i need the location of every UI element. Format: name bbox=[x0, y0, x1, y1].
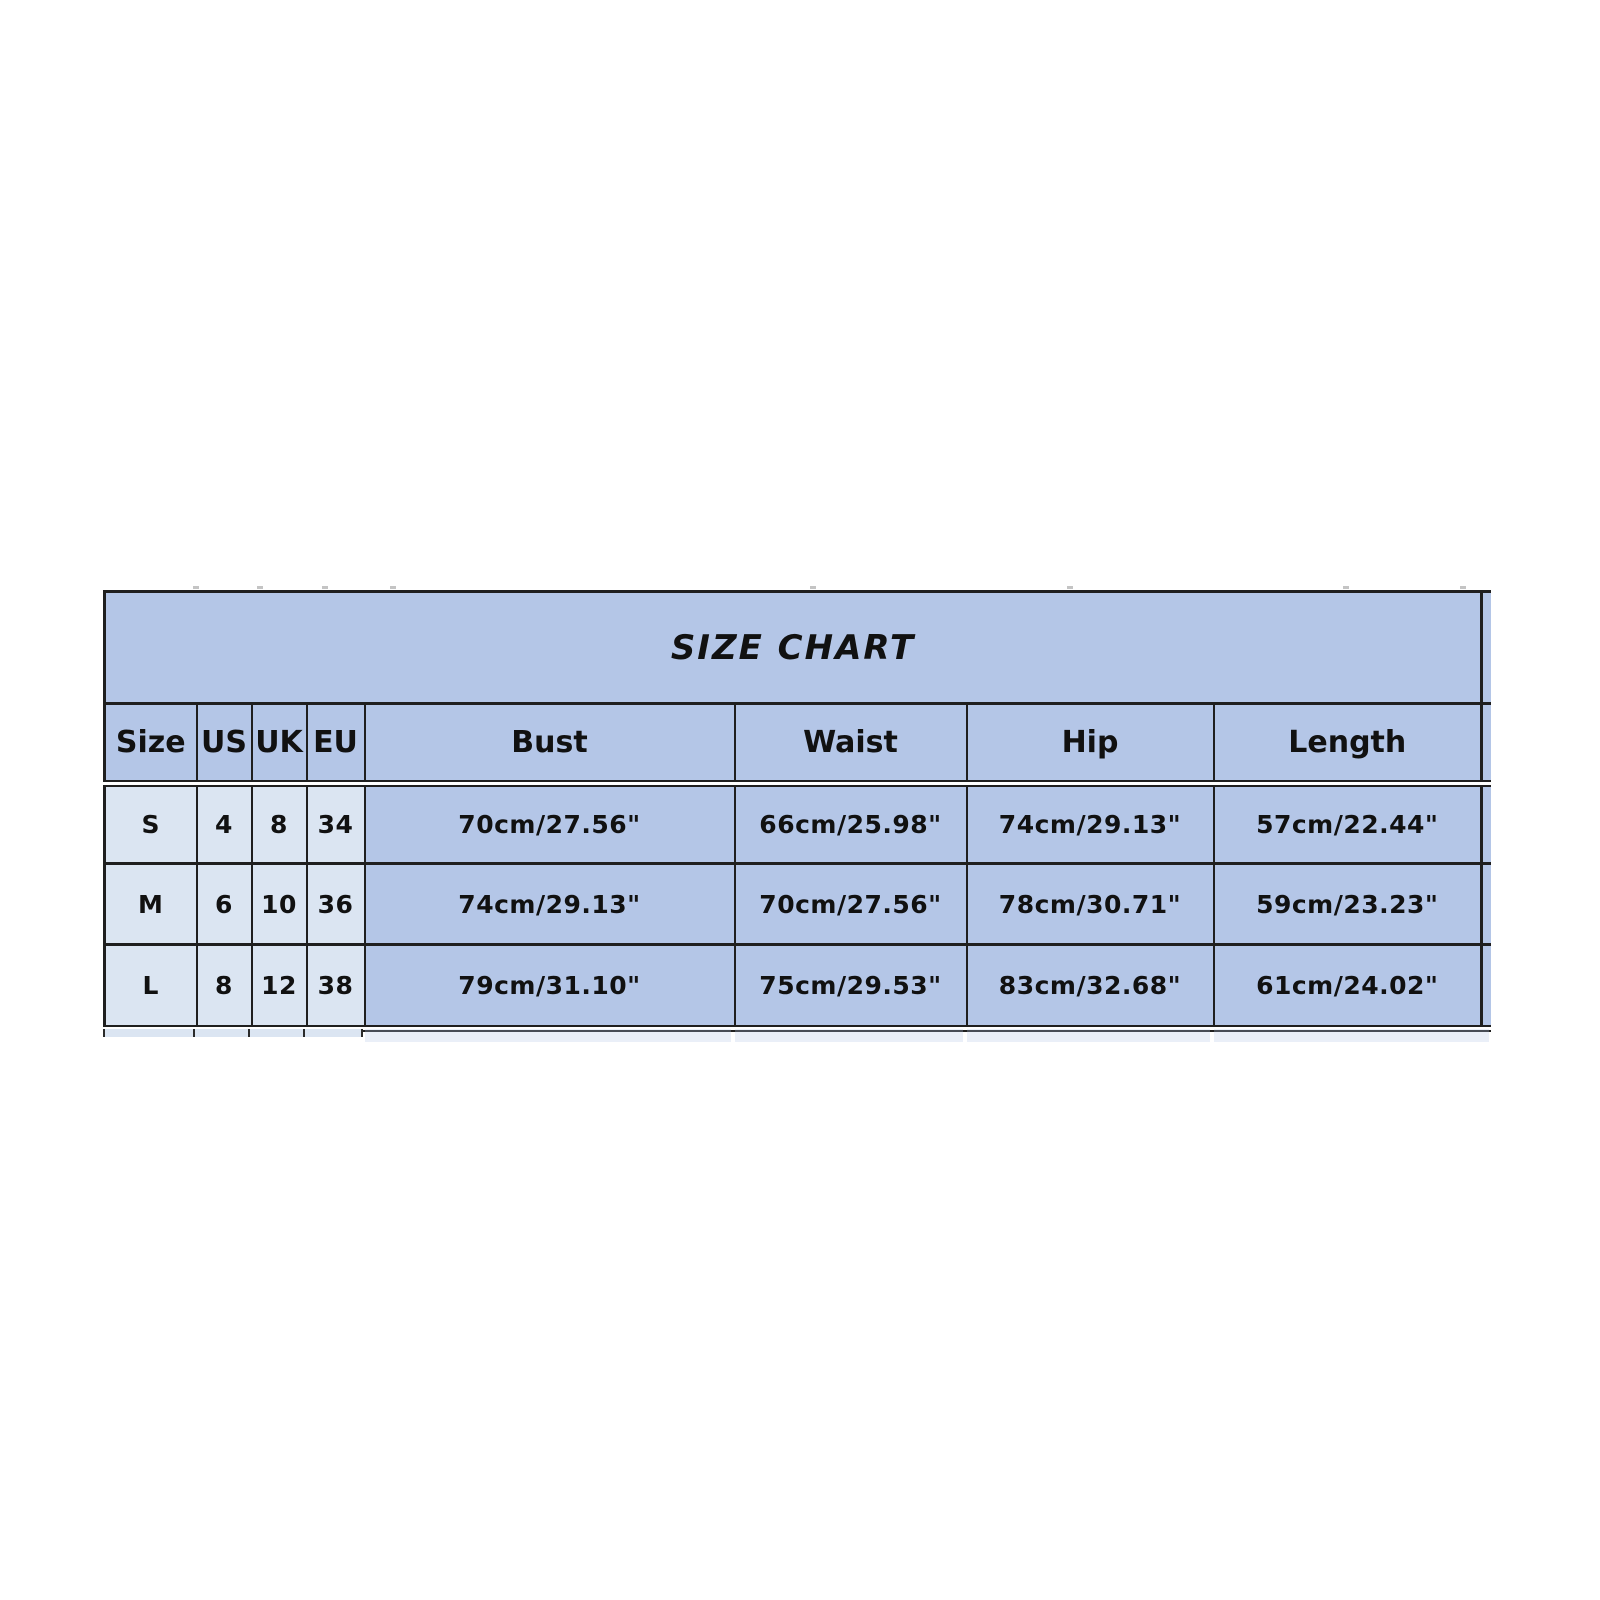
gridline-remnant bbox=[193, 586, 199, 589]
gridline-remnant bbox=[257, 586, 263, 589]
cutoff-row-remnant bbox=[365, 1029, 731, 1042]
gridline-remnant bbox=[390, 586, 396, 589]
col-header-size: Size bbox=[103, 702, 198, 787]
cell-size: S bbox=[103, 782, 198, 865]
cell-uk: 12 bbox=[250, 943, 308, 1032]
cutoff-row-remnant bbox=[735, 1029, 963, 1042]
cell-length: 57cm/22.44" bbox=[1212, 782, 1484, 865]
cell-eu: 38 bbox=[305, 943, 366, 1032]
cell-us: 8 bbox=[195, 943, 253, 1032]
cell-hip: 83cm/32.68" bbox=[965, 943, 1215, 1032]
col-header-us: US bbox=[195, 702, 253, 787]
size-chart-table: SIZE CHART Size US UK EU Bust Waist Hip … bbox=[102, 590, 1491, 1032]
gridline-remnant bbox=[322, 586, 328, 589]
col-header-hip: Hip bbox=[965, 702, 1215, 787]
table-row-m: M 6 10 36 74cm/29.13" 70cm/27.56" 78cm/3… bbox=[103, 862, 1491, 946]
cell-hip: 78cm/30.71" bbox=[965, 862, 1215, 946]
cell-eu: 36 bbox=[305, 862, 366, 946]
table-edge-sliver bbox=[1480, 590, 1491, 705]
col-header-uk: UK bbox=[250, 702, 308, 787]
cell-waist: 75cm/29.53" bbox=[733, 943, 968, 1032]
gridline-remnant bbox=[1460, 586, 1466, 589]
header-row: Size US UK EU Bust Waist Hip Length bbox=[103, 702, 1491, 787]
cell-length: 61cm/24.02" bbox=[1212, 943, 1484, 1032]
gridline-remnant bbox=[1067, 586, 1073, 589]
cutoff-row-remnant bbox=[103, 1029, 363, 1037]
col-header-bust: Bust bbox=[363, 702, 736, 787]
cell-size: M bbox=[103, 862, 198, 946]
cutoff-row-remnant bbox=[1214, 1029, 1489, 1042]
cell-length: 59cm/23.23" bbox=[1212, 862, 1484, 946]
cell-bust: 74cm/29.13" bbox=[363, 862, 736, 946]
cell-waist: 70cm/27.56" bbox=[733, 862, 968, 946]
cell-bust: 70cm/27.56" bbox=[363, 782, 736, 865]
col-header-eu: EU bbox=[305, 702, 366, 787]
cell-us: 6 bbox=[195, 862, 253, 946]
table-row-s: S 4 8 34 70cm/27.56" 66cm/25.98" 74cm/29… bbox=[103, 782, 1491, 865]
gridline-remnant bbox=[1343, 586, 1349, 589]
cutoff-row-remnant bbox=[967, 1029, 1210, 1042]
table-edge-sliver bbox=[1480, 862, 1491, 946]
col-header-waist: Waist bbox=[733, 702, 968, 787]
cell-uk: 10 bbox=[250, 862, 308, 946]
cell-eu: 34 bbox=[305, 782, 366, 865]
title-row: SIZE CHART bbox=[102, 590, 1491, 705]
table-row-l: L 8 12 38 79cm/31.10" 75cm/29.53" 83cm/3… bbox=[103, 943, 1491, 1032]
size-chart-title: SIZE CHART bbox=[102, 590, 1484, 705]
table-edge-sliver bbox=[1480, 782, 1491, 865]
cell-us: 4 bbox=[195, 782, 253, 865]
gridline-remnant bbox=[810, 586, 816, 589]
col-header-length: Length bbox=[1212, 702, 1484, 787]
cell-uk: 8 bbox=[250, 782, 308, 865]
cell-size: L bbox=[103, 943, 198, 1032]
cell-waist: 66cm/25.98" bbox=[733, 782, 968, 865]
table-edge-sliver bbox=[1480, 943, 1491, 1032]
table-edge-sliver bbox=[1480, 702, 1491, 787]
cell-bust: 79cm/31.10" bbox=[363, 943, 736, 1032]
cell-hip: 74cm/29.13" bbox=[965, 782, 1215, 865]
